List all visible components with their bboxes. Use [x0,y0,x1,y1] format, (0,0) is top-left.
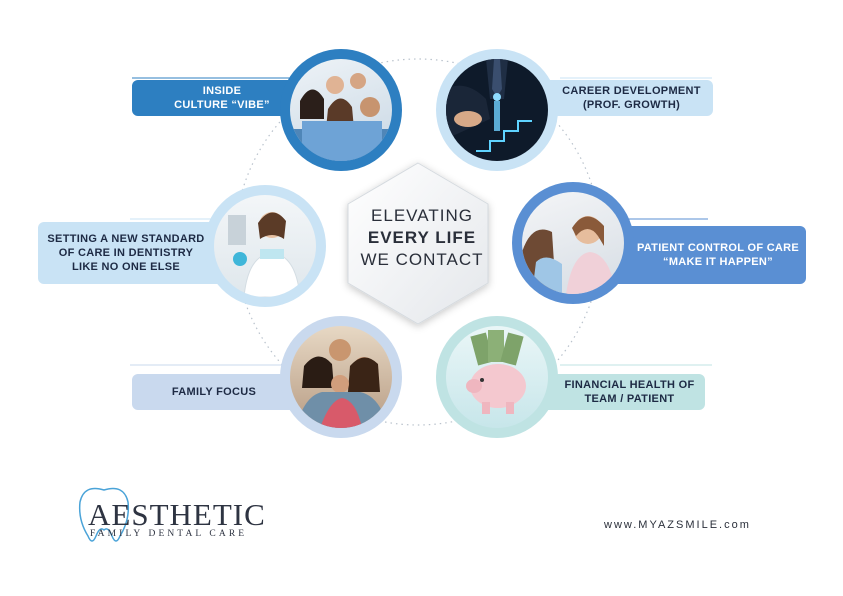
label-line: FAMILY FOCUS [171,386,257,398]
label-line: CAREER DEVELOPMENT [562,85,701,97]
label-line: TEAM / PATIENT [584,393,675,405]
label-line: CULTURE “VIBE” [174,99,270,111]
label-line: INSIDE [202,85,242,97]
piggy-bank-photo [446,326,548,428]
label-line: PATIENT CONTROL OF CARE [636,242,800,254]
label-new-standard: SETTING A NEW STANDARD OF CARE IN DENTIST… [38,222,228,284]
tooth-logo-icon [78,487,130,542]
website-url: www.MYAZSMILE.com [604,519,751,531]
label-financial-health: FINANCIAL HEALTH OF TEAM / PATIENT [530,374,705,410]
label-career-development: CAREER DEVELOPMENT (PROF. GROWTH) [530,80,713,116]
family-photo [290,326,392,428]
logo-tagline: FAMILY DENTAL CARE [90,529,248,539]
career-stairs-photo [446,59,548,161]
center-hexagon [347,162,489,325]
label-line: OF CARE IN DENTISTRY [58,247,194,259]
label-line: SETTING A NEW STANDARD [47,233,205,245]
logo-name: AESTHETIC [88,497,266,532]
center-statement: ELEVATING EVERY LIFE WE CONTACT [348,205,496,271]
label-line: FINANCIAL HEALTH OF [564,379,695,391]
dentist-photo [214,195,316,297]
label-line: (PROF. GROWTH) [582,99,681,111]
label-patient-control: PATIENT CONTROL OF CARE “MAKE IT HAPPEN” [608,226,806,284]
label-line: LIKE NO ONE ELSE [71,261,181,273]
label-line: “MAKE IT HAPPEN” [663,256,773,268]
center-line-2: EVERY LIFE [367,228,477,247]
patient-photo [522,192,624,294]
team-group-photo [290,59,392,161]
center-line-1: ELEVATING [371,206,473,225]
center-line-3: WE CONTACT [360,250,484,269]
